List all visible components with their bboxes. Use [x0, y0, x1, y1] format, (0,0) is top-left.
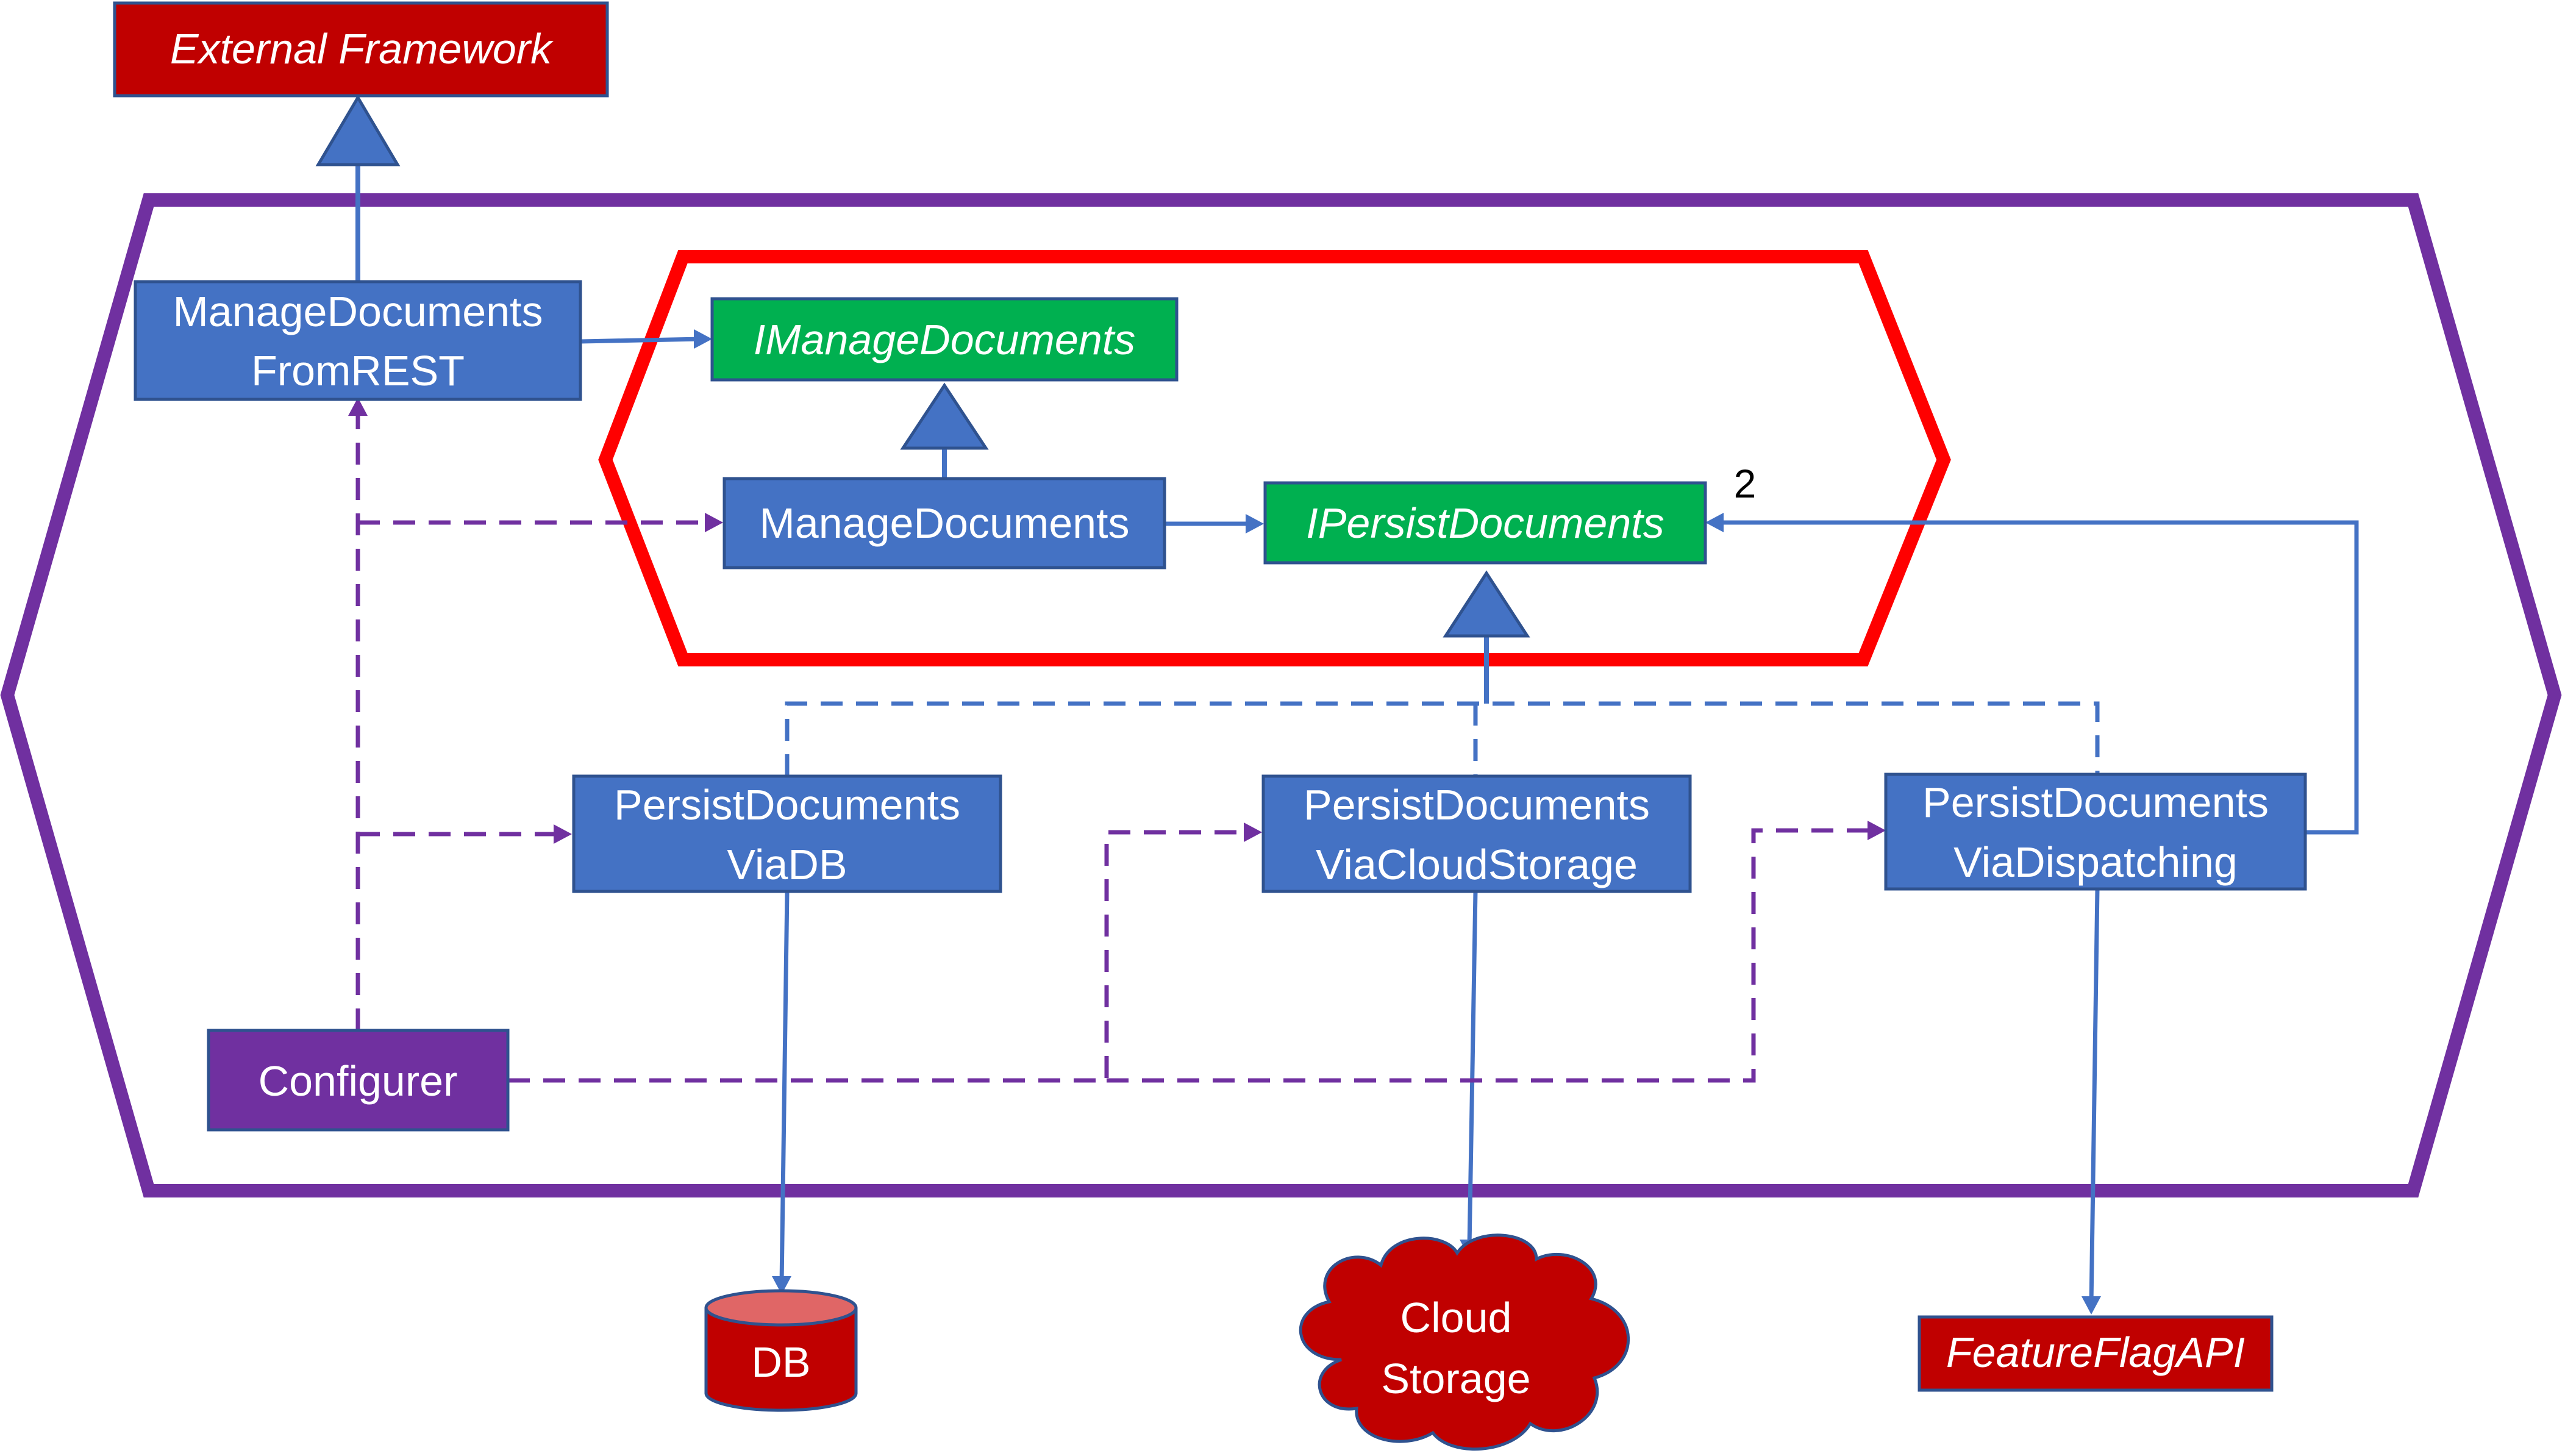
ipersist-documents-label: IPersistDocuments — [1306, 499, 1664, 547]
dispatch-label-line1: PersistDocuments — [1922, 779, 2269, 826]
db-cylinder[interactable]: DB — [704, 1289, 858, 1412]
domain-core-hexagon — [598, 250, 1951, 666]
configurer-to-manage-arrowhead — [705, 513, 723, 532]
rest-to-imanage-line — [580, 337, 702, 344]
dispatch-to-featureflag-line — [2089, 888, 2100, 1304]
rest-label-line2: FromREST — [251, 347, 465, 394]
application-boundary-hexagon — [0, 193, 2562, 1197]
cloud-adapter-label-line1: PersistDocuments — [1304, 781, 1650, 829]
connectors — [315, 95, 2359, 1315]
featureflag-api-label: FeatureFlagAPI — [1946, 1329, 2245, 1376]
configurer-to-dispatch-line — [1107, 828, 1875, 1083]
dispatch-label-line2: ViaDispatching — [1953, 838, 2238, 886]
framework-inheritance-triangle — [315, 95, 401, 166]
external-framework-label: External Framework — [170, 25, 554, 73]
rest-label-line1: ManageDocuments — [173, 288, 543, 335]
manage-documents-label: ManageDocuments — [760, 499, 1130, 547]
dispatch-to-featureflag-arrowhead — [2082, 1296, 2101, 1315]
dispatch-to-ipersist-arrowhead — [1705, 513, 1724, 532]
rest-to-imanage-arrowhead — [694, 329, 712, 349]
configurer-to-cloud-line — [508, 830, 1251, 1083]
configurer-to-rest-arrowhead — [348, 398, 368, 416]
configurer-box[interactable]: Configurer — [207, 1029, 510, 1132]
external-framework-box[interactable]: External Framework — [113, 1, 609, 98]
imanage-documents-label: IManageDocuments — [754, 316, 1135, 363]
configurer-to-cloud-arrowhead — [1244, 823, 1262, 842]
viadb-to-db-arrowhead — [772, 1276, 791, 1294]
dispatch-to-ipersist-line — [1716, 520, 2359, 835]
manage-documents-box[interactable]: ManageDocuments — [722, 477, 1166, 569]
viadb-label-line2: ViaDB — [727, 841, 847, 888]
cloud-storage-label-line2: Storage — [1381, 1355, 1530, 1402]
persist-documents-via-dispatching-box[interactable]: PersistDocuments ViaDispatching — [1884, 773, 2307, 891]
cloud-adapter-label-line2: ViaCloudStorage — [1316, 841, 1638, 888]
featureflag-api-box[interactable]: FeatureFlagAPI — [1918, 1315, 2274, 1392]
ipersist-inheritance-triangle — [1443, 570, 1530, 638]
configurer-to-dispatch-arrowhead — [1868, 821, 1886, 840]
ipersist-badge-number: 2 — [1734, 461, 1757, 506]
viadb-label-line1: PersistDocuments — [614, 781, 960, 829]
cloud-storage-shape[interactable]: Cloud Storage — [1299, 1233, 1630, 1451]
cloud-storage-label-line1: Cloud — [1400, 1294, 1512, 1341]
manage-to-ipersist-arrowhead — [1246, 514, 1264, 534]
configurer-label: Configurer — [259, 1057, 458, 1105]
persist-documents-via-db-box[interactable]: PersistDocuments ViaDB — [572, 774, 1002, 893]
persist-documents-via-cloud-storage-box[interactable]: PersistDocuments ViaCloudStorage — [1261, 774, 1692, 893]
viadb-to-db-line — [779, 891, 790, 1284]
cloud-to-storage-line — [1467, 891, 1478, 1247]
configurer-to-viadb-arrowhead — [554, 824, 572, 844]
implementations-dashed-bus — [785, 701, 2100, 776]
ipersist-documents-box[interactable]: IPersistDocuments — [1263, 481, 1707, 565]
manage-documents-from-rest-box[interactable]: ManageDocuments FromREST — [134, 280, 582, 401]
imanage-documents-box[interactable]: IManageDocuments — [710, 297, 1179, 382]
db-label: DB — [751, 1338, 810, 1386]
imanage-inheritance-triangle — [900, 382, 989, 450]
